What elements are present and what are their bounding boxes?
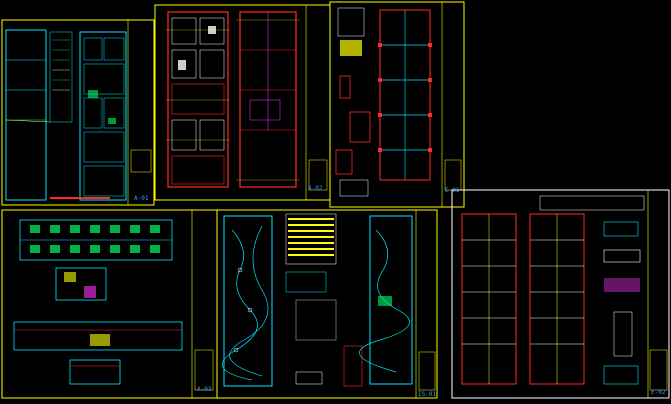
beam-details: [539, 195, 645, 385]
longitudinal-section: [13, 321, 183, 351]
front-elevation: [19, 219, 173, 261]
sheet-6-label: IS-01: [418, 391, 436, 398]
sheet-7[interactable]: E-02: [451, 189, 670, 399]
sheet-5[interactable]: A-03 IS-01: [197, 209, 438, 399]
sheet-7-label: E-02: [651, 389, 666, 396]
sheet-4[interactable]: [1, 209, 218, 399]
side-elevation: [55, 267, 107, 301]
schedule-table: [285, 213, 363, 387]
structural-plan-left: [166, 11, 230, 188]
sheet-2-label: A-02: [308, 185, 323, 192]
framing-plan-left: [461, 213, 517, 385]
structural-plan-right: [236, 11, 300, 188]
sheet-2[interactable]: A-02: [154, 4, 331, 201]
cross-section: [69, 359, 121, 385]
sheet-1-label: A-01: [134, 195, 149, 202]
electrical-plan-right: [359, 215, 413, 385]
floor-plan-right: [79, 31, 127, 201]
detail-blocks: [335, 7, 371, 197]
electrical-plan-left: [222, 215, 273, 387]
floor-plan-left: [5, 29, 73, 201]
sheet-5-label: A-03: [197, 386, 212, 393]
column-grid-plan: [378, 9, 432, 181]
sheet-1[interactable]: A-01: [1, 19, 155, 206]
sheet-3[interactable]: E-01: [329, 1, 465, 208]
framing-plan-right: [529, 213, 585, 385]
